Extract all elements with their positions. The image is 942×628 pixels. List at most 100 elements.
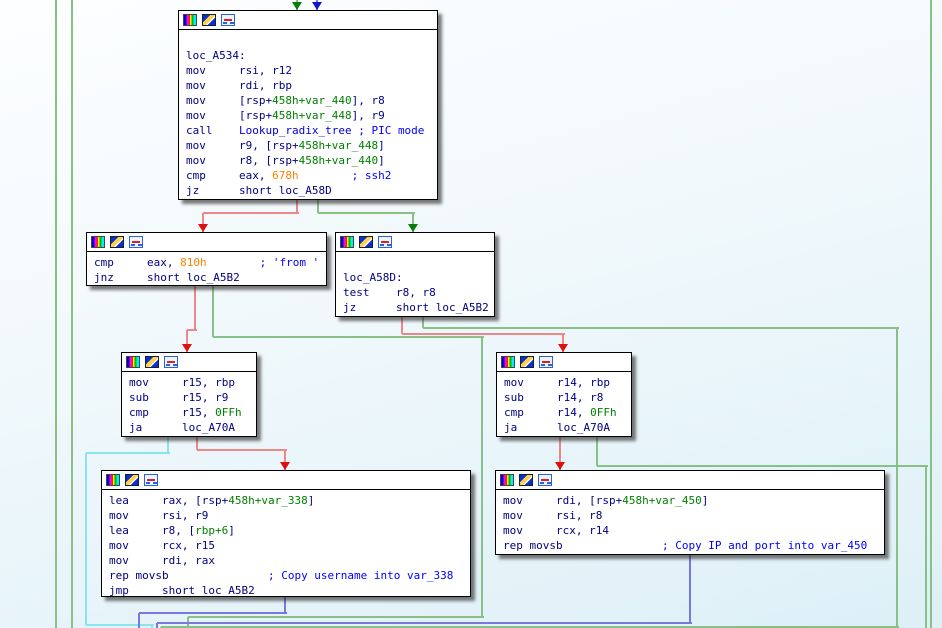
edge-ja-taken-highlighted: [167, 437, 169, 453]
code-segment: mov rdi, [rsp+: [503, 494, 622, 507]
code-line[interactable]: mov [rsp+458h+var_440], r8: [186, 93, 437, 108]
code-segment: ja loc_A70A: [129, 421, 235, 434]
pencil-icon[interactable]: [125, 474, 139, 486]
code-segment: mov rdi, rbp: [186, 79, 292, 92]
pencil-icon[interactable]: [145, 356, 159, 368]
palette-icon[interactable]: [183, 14, 197, 26]
code-line[interactable]: mov rsi, r12: [186, 63, 437, 78]
palette-icon[interactable]: [106, 474, 120, 486]
code-segment: cmp eax,: [94, 256, 180, 269]
code-line[interactable]: cmp eax, 810h ; 'from ': [94, 255, 326, 270]
code-line[interactable]: mov rdi, [rsp+458h+var_450]: [503, 493, 884, 508]
pencil-icon[interactable]: [520, 356, 534, 368]
code-line[interactable]: cmp r15, 0FFh: [129, 405, 256, 420]
code-line[interactable]: rep movsb ; Copy username into var_338: [109, 568, 470, 583]
code-segment: mov r15, rbp: [129, 376, 235, 389]
edge-jmp-loc_a5b2: [284, 597, 286, 613]
node-titlebar[interactable]: [102, 471, 470, 490]
code-segment: ; ssh2: [352, 169, 392, 182]
code-line[interactable]: mov rsi, r9: [109, 508, 470, 523]
code-line[interactable]: [186, 33, 437, 48]
code-line[interactable]: mov [rsp+458h+var_448], r9: [186, 108, 437, 123]
code-segment: 458h+var_448: [299, 139, 378, 152]
node-titlebar[interactable]: [122, 353, 256, 372]
code-segment: mov rsi, r12: [186, 64, 292, 77]
edge-ja-taken-highlighted: [85, 453, 87, 625]
code-segment: mov rcx, r15: [109, 539, 215, 552]
node-titlebar[interactable]: [496, 471, 884, 490]
frame-icon[interactable]: [539, 356, 553, 368]
code-line[interactable]: mov rcx, r15: [109, 538, 470, 553]
edge-ja-nottaken-left: [197, 449, 287, 451]
palette-icon[interactable]: [500, 474, 514, 486]
node-titlebar[interactable]: [336, 233, 494, 252]
code-line[interactable]: jz short loc_A58D: [186, 183, 437, 198]
code-line[interactable]: cmp eax, 678h ; ssh2: [186, 168, 437, 183]
code-segment: cmp r15,: [129, 406, 215, 419]
node-titlebar[interactable]: [497, 353, 631, 372]
code-line[interactable]: jz short loc_A5B2: [343, 300, 494, 315]
node-titlebar[interactable]: [87, 233, 326, 252]
code-segment: 458h+var_440: [272, 94, 351, 107]
block-cmp-810h[interactable]: cmp eax, 810h ; 'from 'jnz short loc_A5B…: [86, 232, 327, 286]
code-line[interactable]: mov rcx, r14: [503, 523, 884, 538]
code-line[interactable]: mov rsi, r8: [503, 508, 884, 523]
node-titlebar[interactable]: [179, 11, 437, 30]
block-r14-check[interactable]: mov r14, rbpsub r14, r8cmp r14, 0FFhja l…: [496, 352, 632, 437]
code-line[interactable]: mov r14, rbp: [504, 375, 631, 390]
code-line[interactable]: ja loc_A70A: [129, 420, 256, 435]
frame-icon[interactable]: [129, 236, 143, 248]
code-line[interactable]: call Lookup_radix_tree ; PIC mode: [186, 123, 437, 138]
frame-icon[interactable]: [144, 474, 158, 486]
pencil-icon[interactable]: [359, 236, 373, 248]
frame-icon[interactable]: [164, 356, 178, 368]
code-line[interactable]: [343, 255, 494, 270]
code-line[interactable]: test r8, r8: [343, 285, 494, 300]
frame-icon[interactable]: [538, 474, 552, 486]
edge-jnz-taken: [481, 337, 483, 617]
code-line[interactable]: mov rdi, rbp: [186, 78, 437, 93]
block-copy-ip-port[interactable]: mov rdi, [rsp+458h+var_450]mov rsi, r8mo…: [495, 470, 885, 555]
edge-jmp-loc_a5b2: [139, 612, 287, 614]
code-segment: rbp+6: [195, 524, 228, 537]
code-line[interactable]: loc_A534:: [186, 48, 437, 63]
block-loc_A534[interactable]: loc_A534:mov rsi, r12mov rdi, rbpmov [rs…: [178, 10, 438, 200]
code-line[interactable]: mov rdi, rax: [109, 553, 470, 568]
code-line[interactable]: loc_A58D:: [343, 270, 494, 285]
code-line[interactable]: jmp short loc_A5B2: [109, 583, 470, 598]
code-segment: 810h: [180, 256, 207, 269]
code-line[interactable]: jnz short loc_A5B2: [94, 270, 326, 285]
palette-icon[interactable]: [340, 236, 354, 248]
code-segment: mov rsi, r8: [503, 509, 602, 522]
block-loc_A58D[interactable]: loc_A58D:test r8, r8jz short loc_A5B2: [335, 232, 495, 317]
frame-icon[interactable]: [221, 14, 235, 26]
pencil-icon[interactable]: [519, 474, 533, 486]
edge-ja-nottaken-left-arrowhead: [280, 462, 290, 470]
edge-jmp-loc_a5b2: [138, 613, 140, 628]
pencil-icon[interactable]: [110, 236, 124, 248]
code-line[interactable]: lea rax, [rsp+458h+var_338]: [109, 493, 470, 508]
code-line[interactable]: sub r15, r9: [129, 390, 256, 405]
code-listing: mov r15, rbpsub r15, r9cmp r15, 0FFhja l…: [122, 372, 256, 435]
code-line[interactable]: rep movsb ; Copy IP and port into var_45…: [503, 538, 884, 553]
code-line[interactable]: mov r8, [rsp+458h+var_440]: [186, 153, 437, 168]
block-copy-username[interactable]: lea rax, [rsp+458h+var_338]mov rsi, r9le…: [101, 470, 471, 597]
code-segment: 678h: [272, 169, 299, 182]
code-segment: cmp eax,: [186, 169, 272, 182]
pencil-icon[interactable]: [202, 14, 216, 26]
code-line[interactable]: sub r14, r8: [504, 390, 631, 405]
block-r15-check[interactable]: mov r15, rbpsub r15, r9cmp r15, 0FFhja l…: [121, 352, 257, 437]
palette-icon[interactable]: [501, 356, 515, 368]
code-line[interactable]: lea r8, [rbp+6]: [109, 523, 470, 538]
frame-icon[interactable]: [378, 236, 392, 248]
code-segment: ja loc_A70A: [504, 421, 610, 434]
code-line[interactable]: cmp r14, 0FFh: [504, 405, 631, 420]
code-line[interactable]: mov r15, rbp: [129, 375, 256, 390]
palette-icon[interactable]: [126, 356, 140, 368]
code-segment: mov [rsp+: [186, 94, 272, 107]
code-segment: [563, 539, 662, 552]
code-line[interactable]: ja loc_A70A: [504, 420, 631, 435]
code-line[interactable]: mov r9, [rsp+458h+var_448]: [186, 138, 437, 153]
palette-icon[interactable]: [91, 236, 105, 248]
